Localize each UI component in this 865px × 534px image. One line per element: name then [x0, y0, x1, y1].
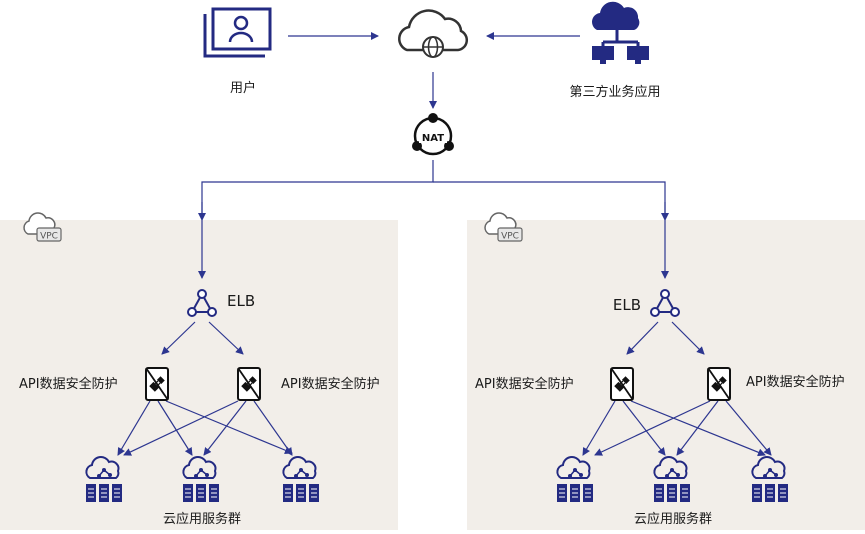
user-label: 用户	[230, 80, 256, 96]
vpc-label-left: VPC	[40, 232, 58, 242]
cloud-cluster-label-left: 云应用服务群	[163, 511, 241, 527]
elb-label-left: ELB	[227, 292, 255, 310]
vpc-icon: VPC	[484, 212, 523, 242]
nat-label: NAT	[422, 133, 444, 144]
vpc-label-right: VPC	[501, 232, 519, 242]
right-connectors	[582, 321, 772, 457]
vpc-panel-left	[0, 220, 398, 530]
api-protection-icon	[145, 367, 169, 401]
api-protection-label-right-1: API数据安全防护	[475, 376, 574, 392]
api-protection-label-left-2: API数据安全防护	[281, 376, 380, 392]
third-party-label: 第三方业务应用	[569, 84, 660, 100]
user-terminal-icon	[203, 7, 272, 58]
api-protection-label-left-1: API数据安全防护	[19, 376, 118, 392]
elb-label-right: ELB	[613, 296, 641, 314]
api-protection-label-right-2: API数据安全防护	[746, 374, 845, 390]
api-protection-icon	[237, 367, 261, 401]
internet-cloud-icon	[398, 9, 468, 58]
api-protection-icon	[610, 367, 634, 401]
api-protection-icon	[707, 367, 731, 401]
vpc-icon: VPC	[23, 212, 62, 242]
third-party-app-icon	[592, 1, 649, 64]
nat-gateway-icon: NAT	[412, 113, 454, 156]
cloud-cluster-label-right: 云应用服务群	[634, 511, 712, 527]
left-connectors	[117, 321, 293, 456]
top-connectors	[198, 32, 669, 279]
